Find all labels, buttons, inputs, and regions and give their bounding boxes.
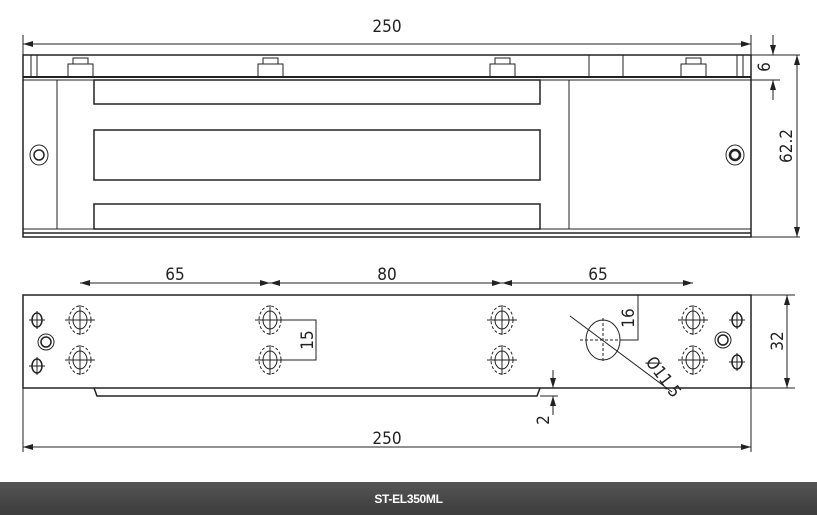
- mounting-hole-icon: [678, 345, 708, 375]
- total-height-label: 62.2: [777, 129, 797, 163]
- screw-left-icon: [29, 144, 49, 166]
- magnet-slots: [93, 79, 541, 230]
- studs: [67, 57, 707, 78]
- bottom-length-label: 250: [372, 429, 401, 449]
- spacing-label-3: 65: [588, 265, 607, 285]
- small-hole-icon: [29, 357, 45, 375]
- small-hole-icon: [729, 353, 745, 371]
- mounting-hole-icon: [65, 305, 95, 335]
- small-hole-icon: [729, 311, 745, 329]
- mounting-hole-icon: [65, 345, 95, 375]
- mounting-hole-icon: [255, 345, 285, 375]
- plate-height-label: 6: [755, 62, 775, 72]
- bottom-view: 65 80 65 15 16 Ø11.5 2 32 250: [22, 265, 795, 452]
- mounting-hole-icon: [487, 305, 517, 335]
- mounting-hole-icon: [678, 305, 708, 335]
- spacing-label-2: 80: [377, 265, 396, 285]
- model-name: ST-EL350ML: [374, 491, 443, 506]
- screw-right-icon: [725, 144, 745, 166]
- top-view: 250 6 62.2: [22, 17, 800, 238]
- hole-spacing-label: 15: [298, 330, 318, 349]
- width-label: 32: [768, 331, 788, 350]
- cable-offset-label: 16: [619, 308, 639, 327]
- small-hole-icon: [29, 311, 45, 329]
- top-length-label: 250: [372, 17, 401, 37]
- rail-depth-label: 2: [534, 415, 554, 425]
- spacing-label-1: 65: [165, 265, 184, 285]
- screw-right-icon: [714, 331, 732, 349]
- mounting-hole-icon: [487, 345, 517, 375]
- model-caption-bar: ST-EL350ML: [0, 482, 817, 515]
- mounting-holes: [29, 305, 745, 375]
- mounting-hole-icon: [255, 305, 285, 335]
- screw-left-icon: [37, 333, 55, 351]
- technical-drawing: 250 6 62.2 65 80 65 15 16 Ø11.5: [22, 17, 800, 452]
